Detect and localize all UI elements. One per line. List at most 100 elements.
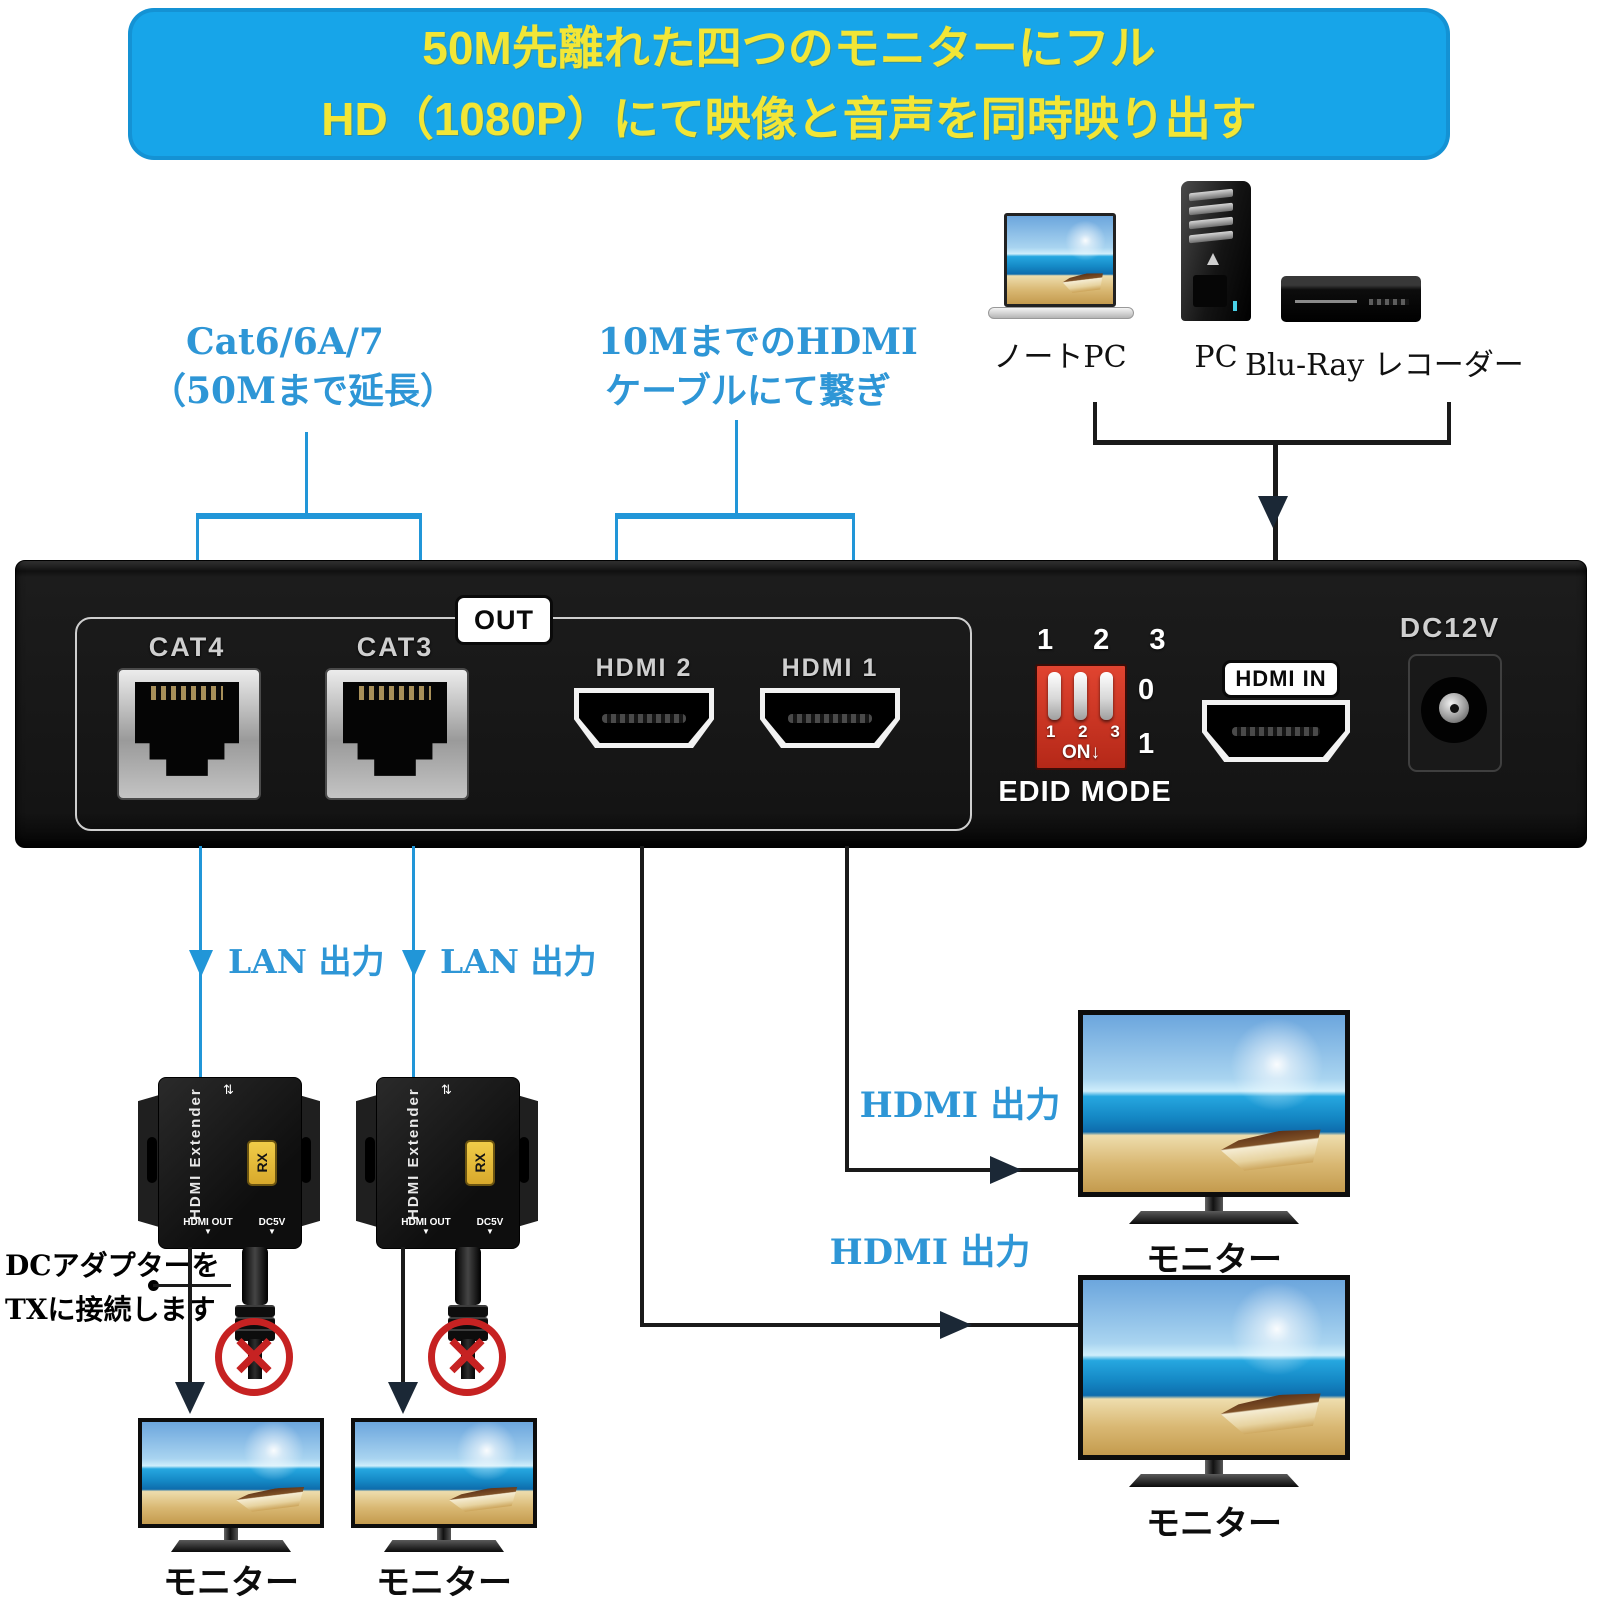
laptop-image	[988, 213, 1134, 319]
no-power-icon: ✕	[428, 1318, 506, 1396]
monitor-base	[171, 1540, 291, 1552]
monitor-neck	[1205, 1460, 1223, 1474]
monitor-neck	[1205, 1197, 1223, 1211]
hdmi-out-upper-label: HDMI 出力	[859, 1085, 1061, 1126]
flange-hole	[365, 1137, 375, 1183]
source-bracket-right-tick	[1447, 402, 1451, 444]
extender-name: HDMI Extender	[187, 1087, 204, 1220]
extender-body: ⇅ HDMI Extender RX HDMI OUT ▼ DC5V ▼	[158, 1077, 302, 1249]
hdmi1-pins	[788, 714, 872, 724]
hdmi-in-pins	[1231, 727, 1321, 737]
hdmi-out-lower-label: HDMI 出力	[829, 1232, 1031, 1273]
extender-rx-2: ⇅ HDMI Extender RX HDMI OUT ▼ DC5V ▼	[356, 1077, 538, 1249]
extender-dc-port: DC5V ▼	[469, 1218, 511, 1236]
rx-badge-text: RX	[472, 1153, 488, 1173]
bluray-image	[1281, 276, 1421, 322]
plug-ring	[448, 1305, 488, 1317]
extender-arrow-icon: ⇅	[223, 1082, 234, 1097]
hdmi-in-tag: HDMI IN	[1222, 660, 1340, 698]
dip-lever-3	[1100, 672, 1113, 720]
dip-switch: 1 2 3 ON↓	[1035, 664, 1127, 770]
rx-badge: RX	[247, 1140, 277, 1186]
hdmi-bracket-stem	[735, 420, 738, 516]
hdmi-cable-line1: 10MまでのHDMI	[598, 321, 918, 363]
banner-line1: 50M先離れた四つのモニターにフル	[422, 21, 1156, 74]
monitor-1	[138, 1418, 324, 1556]
tower-slat	[1189, 216, 1233, 230]
monitor-neck	[224, 1528, 238, 1540]
extender-hdmi-out-port: HDMI OUT ▼	[393, 1218, 459, 1236]
monitor-3-label: モニター	[1146, 1241, 1282, 1279]
monitor-neck	[437, 1528, 451, 1540]
laptop-base	[988, 307, 1134, 319]
extender-hdmi-out-port: HDMI OUT ▼	[175, 1218, 241, 1236]
edid-mode-label: EDID MODE	[998, 776, 1172, 808]
banner-line2: HD（1080P）にて映像と音声を同時映り出す	[321, 93, 1257, 145]
source-bracket-bar	[1093, 440, 1451, 445]
cat-bracket-bar	[196, 513, 422, 519]
cat-bracket-right-leg	[419, 519, 422, 567]
plug-boot	[242, 1247, 268, 1305]
hdmi2-port	[574, 688, 714, 748]
pc-tower-image	[1181, 181, 1251, 321]
tower-bay	[1193, 275, 1227, 307]
extender2-out-arrowhead	[388, 1382, 418, 1414]
jack-pinhole	[1450, 704, 1459, 713]
port-arrow-icon: ▼	[204, 1227, 212, 1236]
hdmi-bracket-left-leg	[615, 519, 618, 567]
extender-body: ⇅ HDMI Extender RX HDMI OUT ▼ DC5V ▼	[376, 1077, 520, 1249]
hdmi2-label: HDMI 2	[595, 654, 693, 682]
extender-dc-text: DC5V	[258, 1217, 286, 1228]
boat-graphic	[1217, 1389, 1325, 1438]
hdmi-bracket-bar	[615, 513, 855, 519]
flange-hole	[301, 1137, 311, 1183]
cat4-label: CAT4	[148, 632, 226, 662]
cat-cable-line2: （50Mまで延長）	[150, 369, 456, 412]
dip-lever-1	[1048, 672, 1061, 720]
laptop-label: ノートPC	[993, 340, 1127, 375]
monitor-4-label: モニター	[1146, 1505, 1282, 1543]
hdmi1-out-line-h	[845, 1168, 1078, 1172]
port-arrow-icon: ▼	[268, 1227, 276, 1236]
lan-arrowhead-left	[189, 950, 213, 977]
port-arrow-icon: ▼	[422, 1227, 430, 1236]
extender-dc-text: DC5V	[476, 1217, 504, 1228]
monitor-screen	[1078, 1010, 1350, 1197]
tower-slat	[1189, 230, 1233, 244]
hdmi2-pins	[602, 714, 686, 724]
bluray-tray	[1295, 300, 1357, 303]
hdmi-cable-line2: ケーブルにて繋ぎ	[605, 369, 891, 412]
rx-badge-text: RX	[254, 1153, 270, 1173]
hdmi1-port	[760, 688, 900, 748]
monitor-base	[1129, 1211, 1299, 1224]
plug-boot	[455, 1247, 481, 1305]
pc-label: PC	[1194, 340, 1238, 375]
cat-cable-callout: Cat6/6A/7 （50Mまで延長）	[150, 318, 456, 415]
dc-note-line2: TXに接続します	[5, 1293, 216, 1326]
hdmi1-out-line-v	[845, 846, 849, 1172]
monitor-3	[1078, 1010, 1350, 1230]
dip-on-label: ON↓	[1062, 742, 1100, 763]
port-arrow-icon: ▼	[486, 1227, 494, 1236]
plug-ring	[235, 1305, 275, 1317]
hdmi2-out-line-v	[640, 846, 644, 1327]
no-power-x: ✕	[230, 1325, 278, 1388]
cat3-pins	[359, 686, 431, 700]
flange-hole	[519, 1137, 529, 1183]
monitor-4	[1078, 1275, 1350, 1495]
dip-row-numbers: 1 2 3	[1046, 722, 1129, 741]
dip-one-label: 1	[1138, 728, 1155, 760]
cat-bracket-left-leg	[196, 519, 199, 567]
cat3-label: CAT3	[356, 632, 434, 662]
lan-arrowhead-right	[402, 950, 426, 977]
monitor-screen	[138, 1418, 324, 1528]
source-arrowhead	[1258, 496, 1288, 528]
title-banner: 50M先離れた四つのモニターにフル HD（1080P）にて映像と音声を同時映り出…	[128, 8, 1450, 160]
cat4-pins	[151, 686, 223, 700]
dip-zero-label: 0	[1138, 674, 1155, 706]
extender2-out-line	[401, 1247, 405, 1387]
tower-led	[1233, 301, 1237, 311]
boat-graphic	[447, 1485, 520, 1515]
hdmi-in-port	[1202, 700, 1350, 762]
